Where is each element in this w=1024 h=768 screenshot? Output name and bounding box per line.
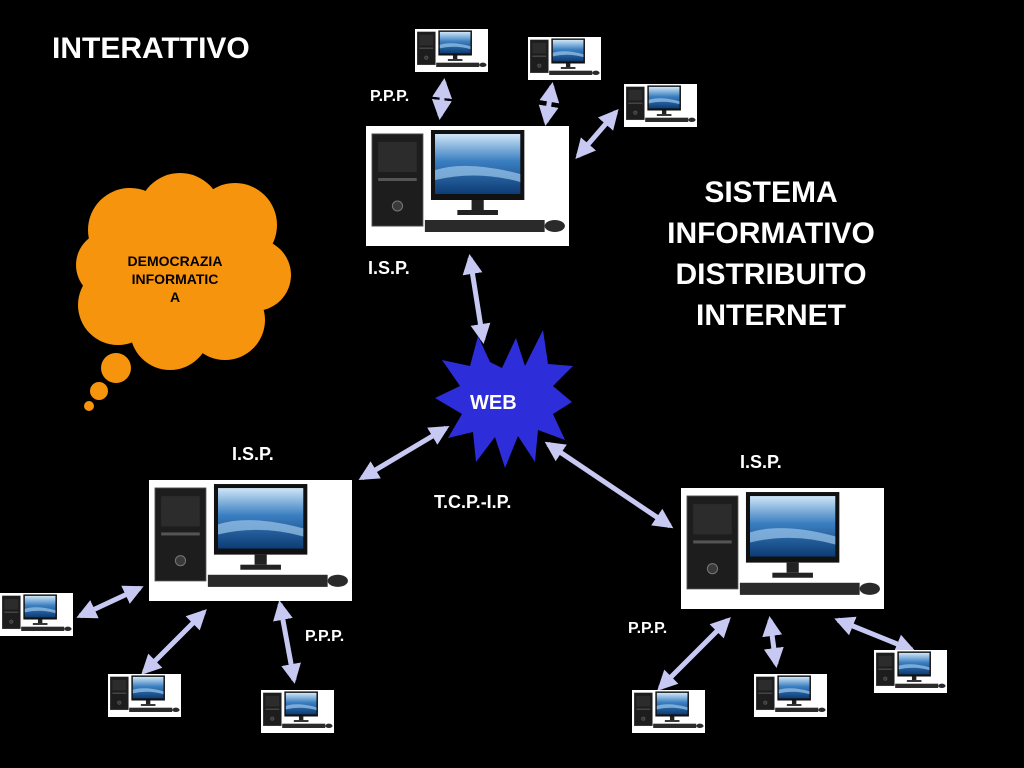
arrow-top-isp-web bbox=[462, 254, 491, 344]
ppp-label-right: P.P.P. bbox=[628, 620, 668, 637]
web-starburst-icon bbox=[435, 330, 573, 468]
arrow-web-right-isp bbox=[544, 441, 674, 529]
client-computer-left-3 bbox=[261, 690, 334, 733]
thought-bubble-icon bbox=[76, 173, 291, 411]
desktop-computer-icon bbox=[530, 38, 600, 75]
ppp-label-top: P.P.P. bbox=[370, 88, 410, 105]
isp-computer-top bbox=[366, 126, 569, 246]
client-computer-right-3 bbox=[874, 650, 947, 693]
client-computer-top-2 bbox=[528, 37, 601, 80]
arrow-right-pc1 bbox=[657, 617, 731, 691]
desktop-computer-icon bbox=[371, 130, 565, 232]
desktop-computer-icon bbox=[626, 85, 696, 122]
arrow-left-pc2 bbox=[141, 609, 207, 675]
arrow-top-pc1 bbox=[431, 78, 453, 120]
arrow-web-left-isp bbox=[358, 425, 450, 481]
arrow-left-pc1 bbox=[76, 585, 144, 619]
system-heading: SISTEMA INFORMATIVO DISTRIBUITO INTERNET bbox=[640, 172, 902, 336]
desktop-computer-icon bbox=[634, 691, 704, 728]
desktop-computer-icon bbox=[154, 484, 348, 587]
isp-label-left: I.S.P. bbox=[232, 444, 274, 464]
connection-arrows bbox=[76, 78, 916, 691]
desktop-computer-icon bbox=[2, 594, 72, 631]
bubble-line: A bbox=[169, 289, 181, 305]
desktop-computer-icon bbox=[686, 492, 880, 595]
client-computer-top-1 bbox=[415, 29, 488, 72]
web-label: WEB bbox=[470, 392, 517, 414]
arrow-right-pc2 bbox=[762, 616, 784, 668]
arrow-left-pc3 bbox=[273, 600, 301, 684]
arrow-top-pc2 bbox=[538, 82, 560, 126]
bubble-line: INFORMATIC bbox=[131, 271, 219, 287]
isp-computer-left bbox=[149, 480, 352, 601]
client-computer-left-1 bbox=[0, 593, 73, 636]
protocol-label: T.C.P.-I.P. bbox=[434, 492, 512, 512]
bubble-text: DEMOCRAZIA INFORMATIC A bbox=[110, 252, 240, 306]
client-computer-right-2 bbox=[754, 674, 827, 717]
desktop-computer-icon bbox=[110, 675, 180, 712]
isp-label-top: I.S.P. bbox=[368, 258, 410, 278]
client-computer-right-1 bbox=[632, 690, 705, 733]
desktop-computer-icon bbox=[263, 691, 333, 728]
desktop-computer-icon bbox=[876, 651, 946, 688]
arrow-right-pc3 bbox=[834, 616, 916, 654]
client-computer-top-3 bbox=[624, 84, 697, 127]
client-computer-left-2 bbox=[108, 674, 181, 717]
isp-computer-right bbox=[681, 488, 884, 609]
system-line: INFORMATIVO bbox=[667, 217, 875, 250]
desktop-computer-icon bbox=[417, 30, 487, 67]
isp-label-right: I.S.P. bbox=[740, 452, 782, 472]
system-line: SISTEMA bbox=[704, 176, 838, 209]
ppp-label-left: P.P.P. bbox=[305, 628, 345, 645]
arrow-top-pc3 bbox=[575, 108, 619, 160]
system-line: DISTRIBUITO bbox=[675, 258, 867, 291]
bubble-line: DEMOCRAZIA bbox=[127, 253, 223, 269]
desktop-computer-icon bbox=[756, 675, 826, 712]
system-line: INTERNET bbox=[696, 299, 846, 332]
page-title: INTERATTIVO bbox=[52, 32, 250, 65]
